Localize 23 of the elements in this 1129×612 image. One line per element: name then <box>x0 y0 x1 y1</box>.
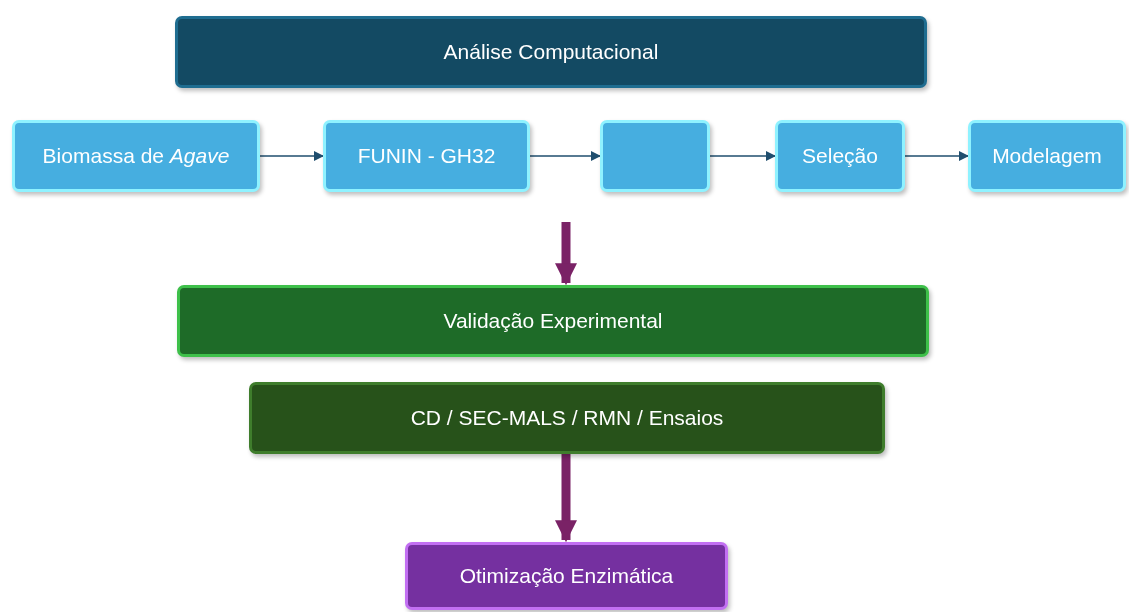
process-box <box>12 120 260 192</box>
arrow <box>259 151 324 161</box>
node-label: CD / SEC-MALS / RMN / Ensaios <box>410 406 724 430</box>
result-box <box>405 542 728 610</box>
node-label: FUNIN - GH32 <box>357 144 496 168</box>
section-header <box>177 285 929 357</box>
node-label: Biomassa de Agave <box>42 144 230 168</box>
arrow <box>555 454 577 543</box>
process-box <box>775 120 905 192</box>
node-label: Análise Computacional <box>443 40 659 64</box>
arrow <box>555 222 577 286</box>
box <box>600 120 710 192</box>
arrow <box>709 151 776 161</box>
process-box <box>968 120 1126 192</box>
process-box <box>323 120 530 192</box>
arrow <box>529 151 601 161</box>
node-label: Modelagem <box>992 144 1102 168</box>
node-label: Seleção <box>802 144 878 168</box>
arrow <box>904 151 969 161</box>
section-header <box>175 16 927 88</box>
node-label: Validação Experimental <box>443 309 663 333</box>
node-label: Otimização Enzimática <box>459 564 674 588</box>
process-box <box>249 382 885 454</box>
